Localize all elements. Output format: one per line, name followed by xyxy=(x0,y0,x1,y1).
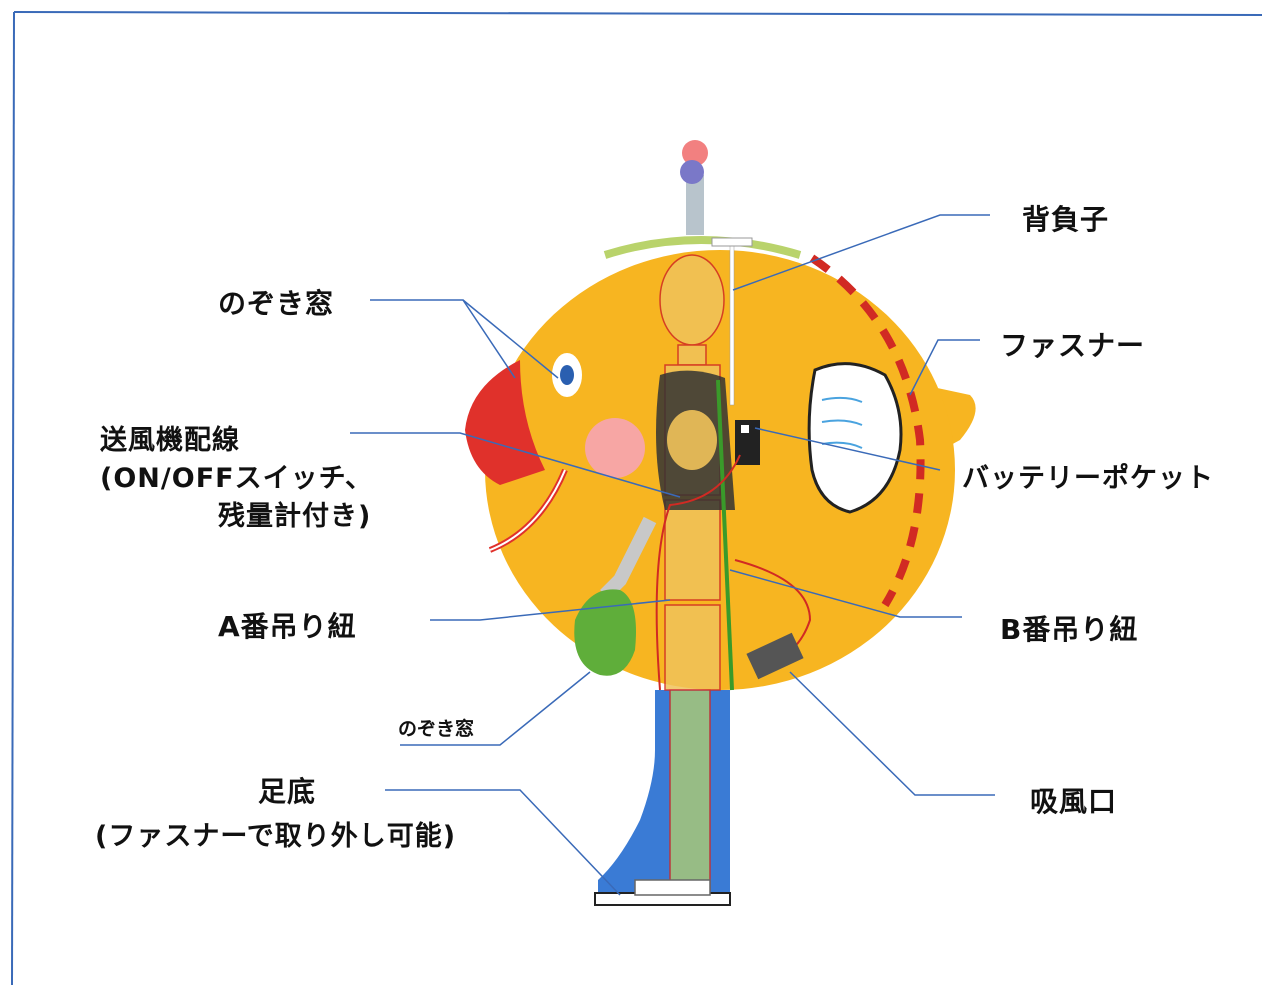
label-nozoki-mado: のぞき窓 xyxy=(218,287,335,320)
cheek xyxy=(585,418,645,478)
leader-b-strap xyxy=(729,569,962,618)
antenna-pole xyxy=(686,175,704,235)
frame-top-border xyxy=(13,11,1263,16)
label-seoiko: 背負子 xyxy=(1022,203,1110,236)
label-fastener: ファスナー xyxy=(1000,329,1146,362)
leader-battery xyxy=(754,427,941,471)
leader-intake xyxy=(789,671,995,796)
leader-wiring xyxy=(350,432,681,498)
label-b-strap: B番吊り紐 xyxy=(1000,613,1139,646)
label-fan-wiring-3: 残量計付き) xyxy=(218,501,372,532)
hand xyxy=(574,589,636,676)
leader-sole xyxy=(385,789,621,896)
fastener-line xyxy=(809,254,925,608)
side-fin xyxy=(807,362,903,514)
label-nozoki-mado-small: のぞき窓 xyxy=(398,718,475,740)
leader-a-strap xyxy=(430,599,671,621)
green-strap xyxy=(716,379,734,691)
label-intake: 吸風口 xyxy=(1030,785,1118,818)
leader-lines xyxy=(350,214,995,896)
leader-window-2 xyxy=(462,299,559,379)
label-sole-2: (ファスナーで取り外し可能) xyxy=(95,821,457,852)
leader-seoiko xyxy=(732,214,990,291)
label-fan-wiring-1: 送風機配線 xyxy=(100,425,240,456)
lips xyxy=(465,360,545,485)
leader-small-window xyxy=(400,671,591,746)
leader-fastener xyxy=(909,339,980,396)
top-arc xyxy=(603,236,802,259)
frame-left-border xyxy=(11,11,15,986)
label-battery-pocket: バッテリーポケット xyxy=(962,463,1214,494)
air-intake xyxy=(746,632,804,680)
label-fan-wiring-2: (ON/OFFスイッチ、 xyxy=(100,463,373,494)
antenna-ball-bottom xyxy=(680,160,704,184)
backpack-pole xyxy=(729,244,735,406)
antenna-ball-top xyxy=(682,140,708,166)
shoe xyxy=(634,879,711,896)
label-sole-1: 足底 xyxy=(258,775,317,808)
leader-window-1 xyxy=(370,299,516,379)
wiring-red xyxy=(655,454,741,691)
label-a-strap: A番吊り紐 xyxy=(218,610,357,643)
